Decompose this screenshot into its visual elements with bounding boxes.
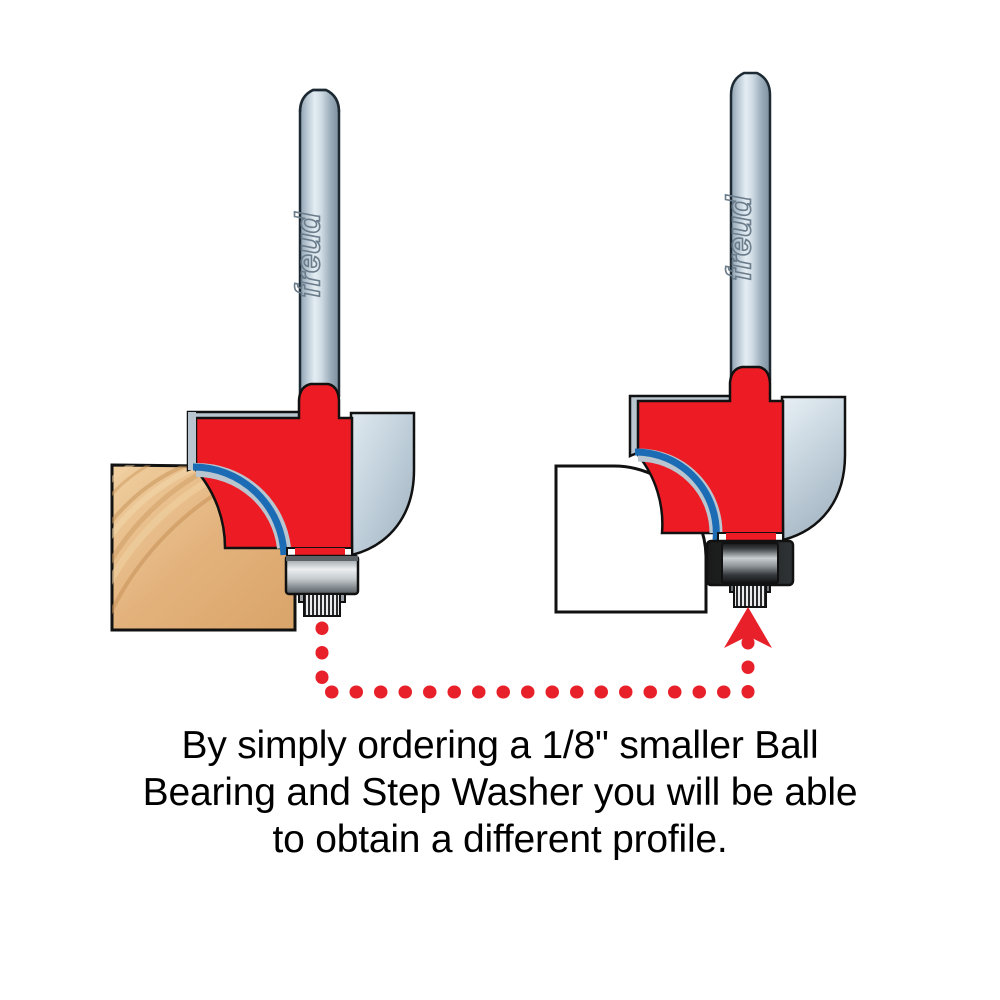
left-router-bit-assembly: freud [110,88,416,632]
arrowhead-icon [724,607,772,648]
right-cutting-edge [634,448,720,541]
caption-block: By simply ordering a 1/8" smaller Ball B… [60,722,940,863]
right-cutter-body [628,365,847,542]
bearing-swap-path [315,607,772,699]
caption-line-1: By simply ordering a 1/8" smaller Ball [181,724,819,767]
left-cutting-edge [192,463,288,556]
right-router-bit-assembly: freud [554,71,847,614]
right-shank: freud [720,71,772,382]
right-step-washer [733,584,767,608]
dotted-trail [315,621,755,699]
left-shank: freud [289,88,341,398]
left-shank-brand-logo: freud [290,211,328,297]
left-cutter-body [186,382,416,557]
right-ball-bearing [705,539,795,608]
wood-grain [112,465,295,630]
caption-line-3: to obtain a different profile. [272,818,728,861]
left-ball-bearing [284,554,360,617]
left-step-washer [303,593,341,617]
right-shank-brand-logo: freud [721,194,759,280]
caption-line-2: Bearing and Step Washer you will be able [142,771,858,814]
